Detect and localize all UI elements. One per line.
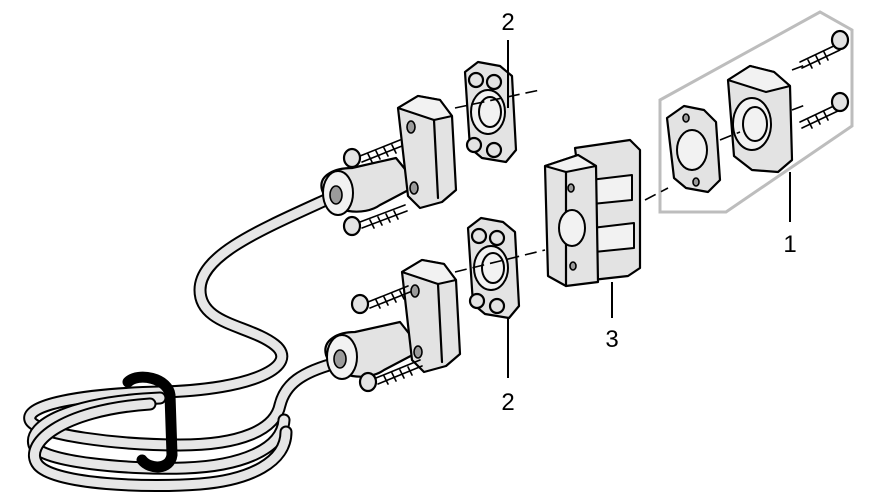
callout-number-2-top: 2 — [501, 9, 514, 36]
cable-tie — [122, 371, 178, 473]
bottom-connector-hood — [324, 258, 462, 380]
kit-screws — [799, 29, 850, 129]
callout-adapter-top: 2 — [501, 9, 515, 108]
assembly-axis-lines — [454, 63, 809, 273]
top-adapter-plate — [463, 60, 518, 164]
top-connector-hood — [320, 94, 458, 216]
callout-gender-changer: 3 — [605, 282, 619, 353]
callout-number-2-bottom: 2 — [501, 389, 514, 416]
top-connector-screws — [342, 139, 408, 237]
gender-changer-block — [543, 138, 642, 288]
bottom-connector-screws — [350, 285, 423, 393]
kit-housing — [726, 64, 794, 174]
callout-adapter-bottom: 2 — [501, 318, 515, 416]
cable — [23, 191, 347, 493]
kit-frame — [658, 10, 854, 214]
kit-adapter-plate — [665, 104, 722, 194]
callout-kit: 1 — [783, 172, 797, 258]
bottom-adapter-plate — [466, 216, 521, 320]
callout-number-1: 1 — [783, 231, 796, 258]
callout-number-3: 3 — [605, 326, 618, 353]
